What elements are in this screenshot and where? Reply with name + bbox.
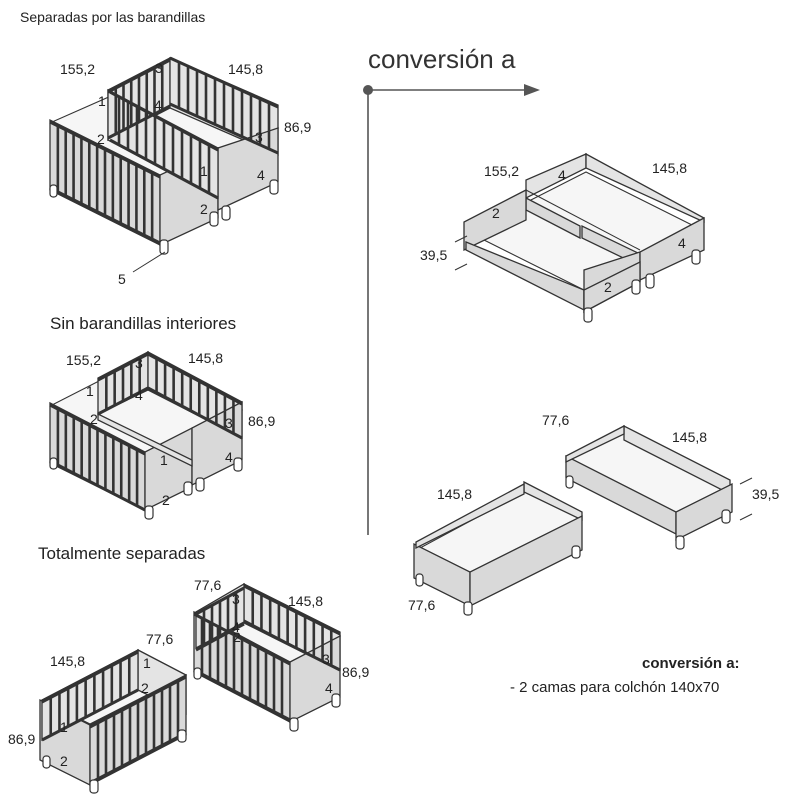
svg-text:2: 2 <box>162 492 170 508</box>
dim-label: 86,9 <box>342 664 370 680</box>
single-bed-right <box>565 424 753 550</box>
rail-top <box>243 584 341 636</box>
dim-label: 145,8 <box>672 429 708 445</box>
svg-text:3: 3 <box>232 591 240 607</box>
svg-text:2: 2 <box>233 629 241 645</box>
svg-text:4: 4 <box>232 619 240 635</box>
svg-text:1: 1 <box>200 163 208 179</box>
section-title-totalmente-separadas: Totalmente separadas <box>38 544 206 563</box>
rail-bottom <box>41 688 139 742</box>
rail-bottom <box>147 386 243 440</box>
dim-label: 77,6 <box>408 597 436 613</box>
dim-label: 39,5 <box>420 247 448 263</box>
svg-text:3: 3 <box>255 129 263 145</box>
crib-joined-with-rails: 3 1 4 2 3 1 4 2 <box>49 56 280 273</box>
svg-text:3: 3 <box>225 415 233 431</box>
footer-title: conversión a: <box>642 655 740 672</box>
dim-label: 145,8 <box>188 350 224 366</box>
footer-text: - 2 camas para colchón 140x70 <box>510 679 720 696</box>
svg-text:2: 2 <box>492 205 500 221</box>
conversion-heading: conversión a <box>368 44 516 74</box>
section-title-separadas-barandillas: Separadas por las barandillas <box>20 9 206 25</box>
svg-text:3: 3 <box>135 355 143 371</box>
svg-text:3: 3 <box>155 60 163 76</box>
double-bed-conversion: 4 2 4 2 <box>454 152 705 323</box>
dim-label: 145,8 <box>652 160 688 176</box>
dim-label: 145,8 <box>288 593 324 609</box>
svg-text:1: 1 <box>143 655 151 671</box>
dim-label: 77,6 <box>146 631 174 647</box>
svg-text:4: 4 <box>558 167 566 183</box>
svg-text:2: 2 <box>604 279 612 295</box>
rail-top <box>147 352 243 406</box>
svg-text:1: 1 <box>98 93 106 109</box>
dim-label: 86,9 <box>248 413 276 429</box>
dim-label: 39,5 <box>752 486 780 502</box>
dim-label: 77,6 <box>542 412 570 428</box>
svg-text:4: 4 <box>154 97 162 113</box>
crib-without-inner-rails: 3 1 4 2 3 1 4 2 <box>49 350 244 520</box>
svg-text:4: 4 <box>325 680 333 696</box>
dim-label: 86,9 <box>8 731 36 747</box>
dim-label: 86,9 <box>284 119 312 135</box>
section-title-sin-barandillas: Sin barandillas interiores <box>50 314 237 333</box>
dim-label: 155,2 <box>66 352 102 368</box>
dim-label: 77,6 <box>194 577 222 593</box>
svg-text:2: 2 <box>200 201 208 217</box>
dim-label: 145,8 <box>437 486 473 502</box>
crib-separate-left: 1 2 1 2 <box>39 648 188 794</box>
svg-text:1: 1 <box>160 452 168 468</box>
conversion-arrow <box>363 84 540 535</box>
dim-label: 155,2 <box>484 163 520 179</box>
single-bed-left <box>413 480 583 616</box>
dim-label: 155,2 <box>60 61 96 77</box>
svg-text:2: 2 <box>97 131 105 147</box>
rail-top <box>41 650 139 704</box>
svg-text:4: 4 <box>678 235 686 251</box>
rail-bottom <box>243 620 341 672</box>
dim-label: 145,8 <box>228 61 264 77</box>
svg-text:2: 2 <box>60 753 68 769</box>
svg-text:4: 4 <box>257 167 265 183</box>
dim-label: 5 <box>118 271 126 287</box>
svg-text:1: 1 <box>60 719 68 735</box>
svg-text:1: 1 <box>86 383 94 399</box>
svg-text:4: 4 <box>225 449 233 465</box>
crib-separate-right: 3 4 2 3 4 <box>193 582 342 732</box>
svg-text:2: 2 <box>141 680 149 696</box>
svg-text:3: 3 <box>322 651 330 667</box>
svg-text:4: 4 <box>135 387 143 403</box>
svg-text:2: 2 <box>90 411 98 427</box>
dim-label: 145,8 <box>50 653 86 669</box>
